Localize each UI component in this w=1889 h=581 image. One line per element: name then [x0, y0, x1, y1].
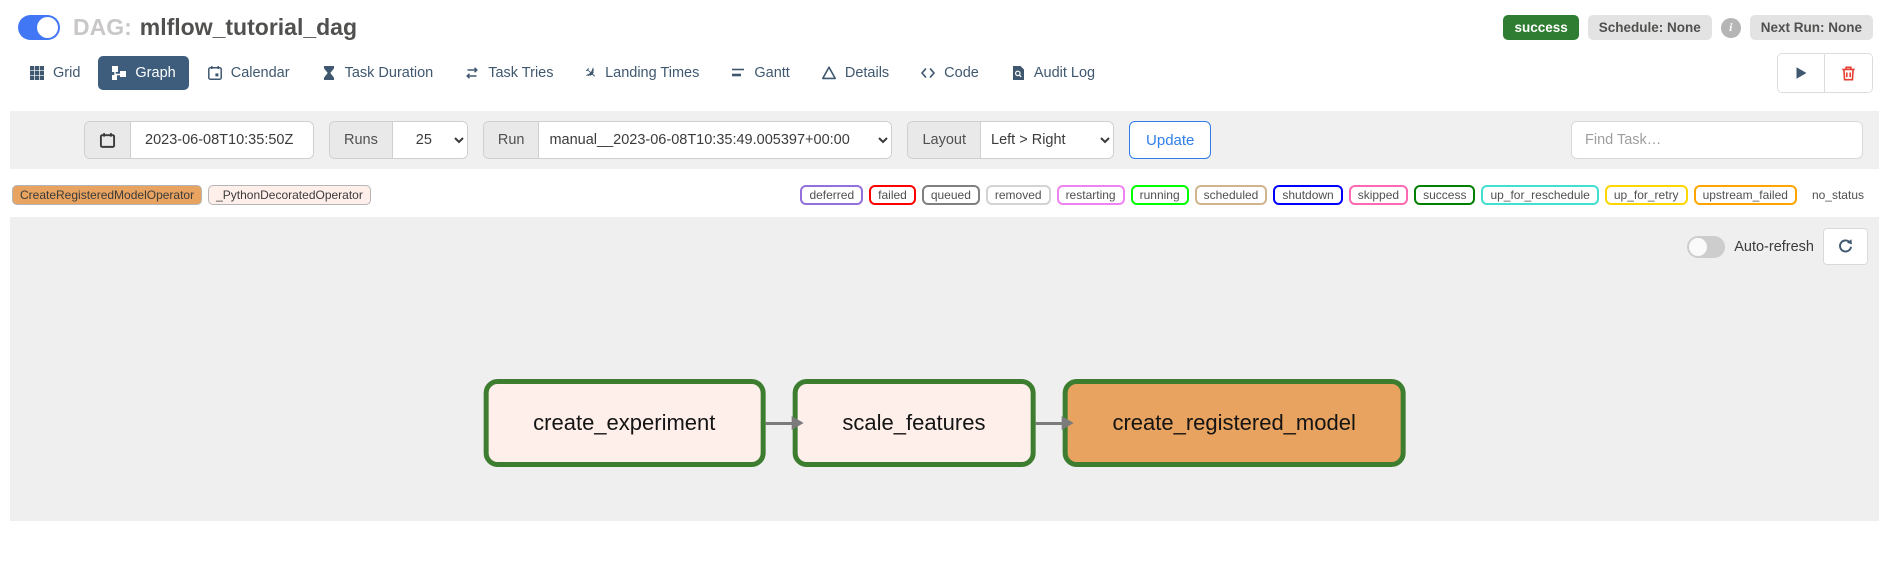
layout-select[interactable]: Left > Right	[981, 122, 1114, 158]
base-date-input[interactable]	[131, 122, 313, 158]
state-badge-success[interactable]: success	[1414, 185, 1476, 205]
tab-code[interactable]: Code	[907, 56, 992, 90]
tab-label: Code	[944, 65, 979, 81]
dag-pause-toggle[interactable]	[18, 15, 60, 40]
find-task-input[interactable]	[1571, 121, 1863, 159]
dag-label: DAG:	[73, 14, 132, 40]
runs-label: Runs	[330, 122, 393, 158]
state-badge-deferred[interactable]: deferred	[800, 185, 864, 205]
trigger-dag-button[interactable]	[1778, 54, 1825, 92]
auto-refresh-label: Auto-refresh	[1734, 238, 1814, 255]
edge-arrow	[1035, 416, 1074, 430]
grid-icon	[29, 65, 45, 81]
date-picker-button[interactable]	[85, 122, 131, 158]
repeat-icon	[464, 65, 480, 81]
toggle-knob	[1689, 237, 1708, 256]
tab-label: Grid	[53, 65, 81, 81]
refresh-controls: Auto-refresh	[1687, 228, 1868, 265]
run-group: Run manual__2023-06-08T10:35:49.005397+0…	[482, 121, 893, 159]
view-tabs: Grid Graph Calendar Task Duration Task T…	[0, 43, 1889, 105]
auto-refresh-toggle[interactable]	[1687, 235, 1726, 258]
delete-dag-button[interactable]	[1825, 54, 1872, 92]
state-badge-no-status[interactable]: no_status	[1802, 185, 1873, 205]
schedule-badge: Schedule: None	[1587, 15, 1712, 40]
state-badge-removed[interactable]: removed	[985, 185, 1051, 205]
calendar-icon	[99, 132, 116, 149]
edge-arrow	[765, 416, 804, 430]
tab-label: Task Duration	[344, 65, 434, 81]
task-node-create-experiment[interactable]: create_experiment	[483, 379, 766, 467]
num-runs-group: Runs 25	[329, 121, 468, 159]
state-badge-up-for-retry[interactable]: up_for_retry	[1604, 185, 1688, 205]
triangle-icon	[821, 65, 837, 81]
info-icon[interactable]: i	[1720, 17, 1741, 38]
tab-landing-times[interactable]: ✈ Landing Times	[571, 56, 712, 90]
state-badge-failed[interactable]: failed	[869, 185, 916, 205]
operator-legend: CreateRegisteredModelOperator _PythonDec…	[12, 185, 371, 205]
run-label: Run	[483, 122, 540, 158]
tab-grid[interactable]: Grid	[16, 56, 93, 90]
state-badge-up-for-reschedule[interactable]: up_for_reschedule	[1481, 185, 1599, 205]
dag-graph-canvas[interactable]: Auto-refresh create_experiment scale_fea…	[10, 217, 1879, 521]
play-icon	[1793, 65, 1809, 81]
refresh-icon	[1837, 238, 1854, 255]
state-badge-restarting[interactable]: restarting	[1056, 185, 1125, 205]
update-button[interactable]: Update	[1129, 121, 1212, 159]
legend-row: CreateRegisteredModelOperator _PythonDec…	[0, 169, 1889, 215]
tab-label: Audit Log	[1033, 65, 1096, 81]
layout-group: Layout Left > Right	[907, 121, 1115, 159]
tab-graph[interactable]: Graph	[98, 56, 189, 90]
tab-audit-log[interactable]: Audit Log	[997, 56, 1108, 90]
calendar-icon	[207, 65, 223, 81]
tab-label: Calendar	[230, 65, 290, 81]
state-badge-scheduled[interactable]: scheduled	[1194, 185, 1268, 205]
graph-icon	[111, 65, 127, 81]
operator-badge: _PythonDecoratedOperator	[208, 185, 371, 205]
dag-header: DAG: mlflow_tutorial_dag success Schedul…	[0, 0, 1889, 43]
tab-label: Gantt	[754, 65, 790, 81]
state-legend: deferred failed queued removed restartin…	[800, 185, 1873, 205]
tab-label: Landing Times	[605, 65, 700, 81]
code-icon	[920, 65, 936, 81]
dag-action-buttons	[1777, 53, 1873, 93]
tab-gantt[interactable]: Gantt	[717, 56, 802, 90]
trash-icon	[1840, 65, 1857, 82]
hourglass-icon	[321, 65, 337, 81]
task-node-scale-features[interactable]: scale_features	[792, 379, 1036, 467]
layout-label: Layout	[908, 122, 982, 158]
tab-label: Details	[844, 65, 890, 81]
state-badge-shutdown[interactable]: shutdown	[1273, 185, 1343, 205]
state-badge-queued[interactable]: queued	[921, 185, 980, 205]
tab-task-tries[interactable]: Task Tries	[451, 56, 566, 90]
state-badge-upstream-failed[interactable]: upstream_failed	[1693, 185, 1797, 205]
header-badges: success Schedule: None i Next Run: None	[1503, 15, 1873, 40]
tab-task-duration[interactable]: Task Duration	[308, 56, 447, 90]
task-nodes: create_experiment scale_features create_…	[483, 379, 1406, 467]
run-select[interactable]: manual__2023-06-08T10:35:49.005397+00:00	[539, 122, 892, 158]
tab-details[interactable]: Details	[808, 56, 902, 90]
state-badge-skipped[interactable]: skipped	[1348, 185, 1409, 205]
dag-title: mlflow_tutorial_dag	[139, 14, 358, 40]
plane-landing-icon: ✈	[580, 62, 602, 84]
base-date-group	[84, 121, 314, 159]
tab-label: Graph	[135, 65, 176, 81]
audit-log-icon	[1010, 65, 1026, 81]
state-badge-running[interactable]: running	[1130, 185, 1189, 205]
tab-label: Task Tries	[488, 65, 554, 81]
task-node-create-registered-model[interactable]: create_registered_model	[1062, 379, 1406, 467]
operator-badge: CreateRegisteredModelOperator	[12, 185, 203, 205]
toggle-knob	[37, 17, 58, 38]
filter-bar: Runs 25 Run manual__2023-06-08T10:35:49.…	[10, 111, 1879, 169]
tab-calendar[interactable]: Calendar	[194, 56, 303, 90]
refresh-button[interactable]	[1823, 228, 1868, 265]
last-run-state-badge: success	[1503, 15, 1579, 40]
next-run-badge: Next Run: None	[1749, 15, 1873, 40]
gantt-icon	[730, 65, 746, 81]
num-runs-select[interactable]: 25	[392, 122, 467, 158]
